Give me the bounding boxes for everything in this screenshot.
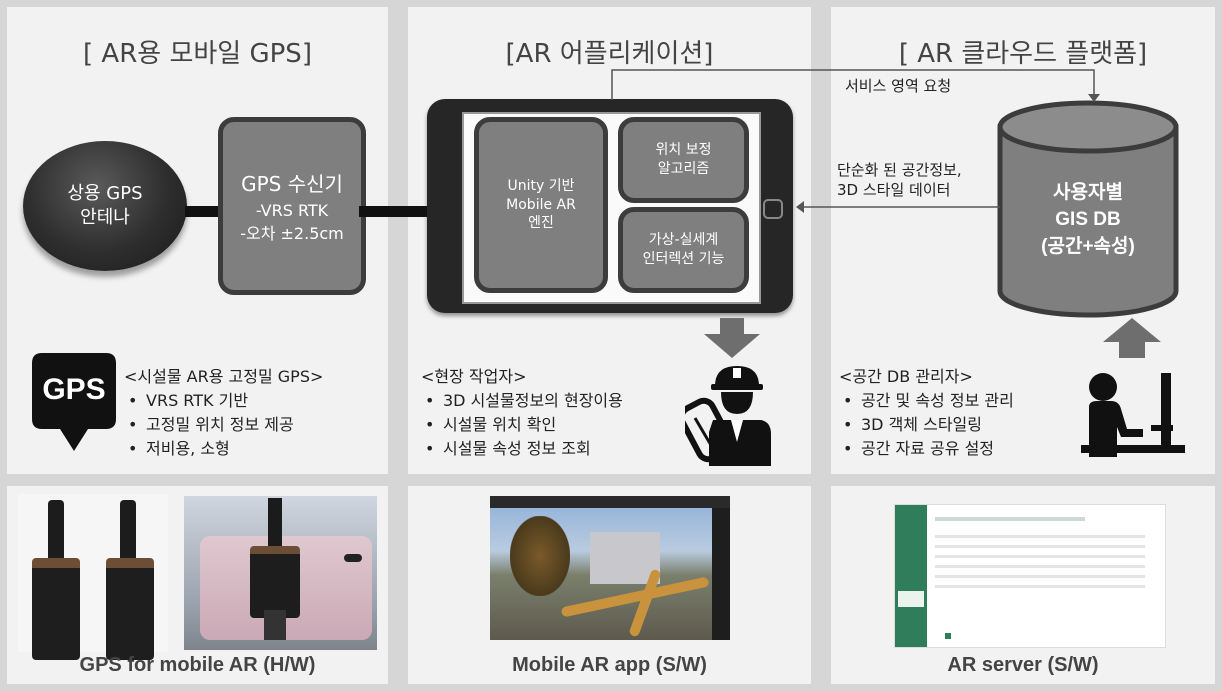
app-notes: <현장 작업자> 3D 시설물정보의 현장이용 시설물 위치 확인 시설물 속성… (421, 365, 701, 461)
correction-line2: 알고리즘 (657, 161, 710, 177)
app-panel-title: [AR 어플리케이션] (505, 39, 714, 69)
gps-logo-icon: GPS (32, 353, 116, 453)
gps-device-photo (18, 494, 168, 660)
position-correction-box: 위치 보정 알고리즘 (618, 117, 749, 203)
response-label-line1: 단순화 된 공간정보, (837, 161, 962, 179)
ar-app-screenshot (490, 496, 730, 640)
cloud-panel: [ AR 클라우드 플랫폼] 서비스 영역 요청 단순화 된 공간정보, 3D … (831, 7, 1215, 474)
response-label: 단순화 된 공간정보, 3D 스타일 데이터 (837, 160, 962, 200)
gps-note-item: 고정밀 위치 정보 제공 (128, 413, 384, 437)
db-label-line1: 사용자별 (1053, 182, 1123, 203)
cloud-note-item: 3D 객체 스타일링 (843, 413, 1099, 437)
receiver-title: GPS 수신기 (241, 172, 343, 196)
gps-on-tablet-photo (184, 496, 377, 650)
receiver-spec-1: -VRS RTK (255, 201, 329, 220)
cloud-panel-title: [ AR 클라우드 플랫폼] (898, 39, 1148, 69)
app-notes-title: <현장 작업자> (421, 367, 527, 386)
receiver-phone-cable (359, 206, 427, 217)
antenna-label-line1: 상용 GPS (67, 183, 143, 204)
interaction-box: 가상-실세계 인터렉션 기능 (618, 207, 749, 293)
gps-antenna: 상용 GPS 안테나 (23, 141, 187, 271)
ar-server-panel: AR server (S/W) (831, 486, 1215, 684)
cloud-notes: <공간 DB 관리자> 공간 및 속성 정보 관리 3D 객체 스타일링 공간 … (839, 365, 1099, 461)
ar-server-caption: AR server (S/W) (947, 654, 1099, 676)
db-label-line2: GIS DB (1055, 209, 1121, 230)
gis-db-label: 사용자별 GIS DB (공간+속성) (996, 179, 1180, 260)
engine-line2: Mobile AR (506, 196, 576, 213)
app-note-item: 시설물 속성 정보 조회 (425, 437, 701, 461)
gis-database-icon (997, 100, 1179, 318)
ar-engine-box: Unity 기반 Mobile AR 엔진 (474, 117, 608, 293)
up-arrow-icon (1103, 318, 1161, 358)
field-worker-icon (685, 366, 771, 466)
app-note-item: 3D 시설물정보의 현장이용 (425, 389, 701, 413)
phone-home-button (763, 199, 783, 219)
engine-line1: Unity 기반 (507, 177, 575, 194)
ar-app-panel: Mobile AR app (S/W) (408, 486, 811, 684)
db-label-line3: (공간+속성) (1041, 236, 1135, 257)
receiver-spec-2: -오차 ±2.5cm (240, 224, 344, 243)
cloud-notes-title: <공간 DB 관리자> (839, 367, 973, 386)
gps-hardware-caption: GPS for mobile AR (H/W) (79, 654, 316, 676)
ar-server-screenshot (894, 504, 1166, 648)
cloud-note-item: 공간 자료 공유 설정 (843, 437, 1099, 461)
gps-panel-title: [ AR용 모바일 GPS] (83, 39, 312, 69)
app-note-item: 시설물 위치 확인 (425, 413, 701, 437)
ar-app-caption: Mobile AR app (S/W) (512, 654, 707, 676)
interaction-line1: 가상-실세계 (648, 232, 719, 249)
app-panel: [AR 어플리케이션] Unity 기반 Mobile AR 엔진 위치 보정 … (408, 7, 811, 474)
gps-panel: [ AR용 모바일 GPS] 상용 GPS 안테나 GPS 수신기 -VRS R… (7, 7, 388, 474)
antenna-cable (185, 206, 227, 217)
engine-line3: 엔진 (528, 215, 554, 232)
service-request-label: 서비스 영역 요청 (845, 77, 952, 95)
correction-line1: 위치 보정 (655, 142, 712, 159)
gps-notes: <시설물 AR용 고정밀 GPS> VRS RTK 기반 고정밀 위치 정보 제… (124, 365, 384, 461)
gps-notes-title: <시설물 AR용 고정밀 GPS> (124, 367, 324, 386)
interaction-line2: 인터렉션 기능 (642, 251, 725, 267)
cloud-note-item: 공간 및 속성 정보 관리 (843, 389, 1099, 413)
gps-hardware-panel: GPS for mobile AR (H/W) (7, 486, 388, 684)
gps-logo-text: GPS (42, 373, 106, 406)
antenna-label-line2: 안테나 (80, 207, 130, 228)
down-arrow-icon (704, 318, 760, 358)
gps-note-item: VRS RTK 기반 (128, 389, 384, 413)
gps-note-item: 저비용, 소형 (128, 437, 384, 461)
gps-receiver-box: GPS 수신기 -VRS RTK -오차 ±2.5cm (218, 117, 366, 295)
response-label-line2: 3D 스타일 데이터 (837, 181, 951, 199)
